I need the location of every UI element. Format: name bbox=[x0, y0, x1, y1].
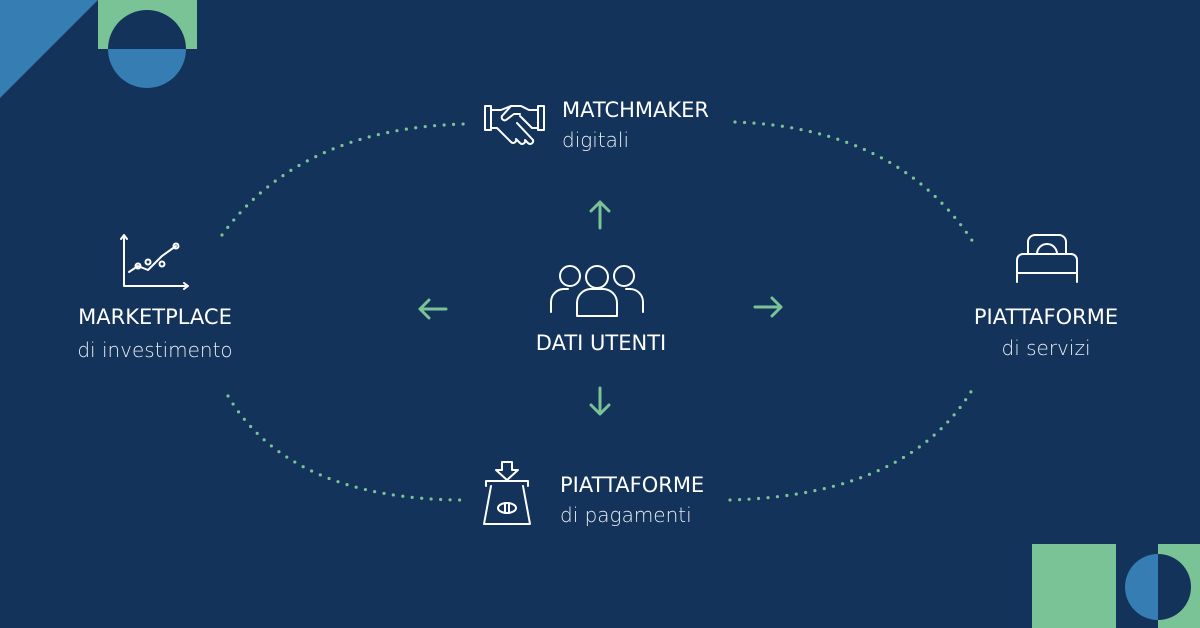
arrow-down-icon bbox=[589, 386, 611, 416]
deco-circle-top bbox=[108, 10, 186, 49]
line-chart-icon bbox=[120, 234, 189, 290]
node-marketplace-subtitle: di investimento bbox=[77, 338, 233, 362]
node-pagamenti-title: PIATTAFORME bbox=[560, 473, 705, 497]
node-marketplace-title: MARKETPLACE bbox=[78, 305, 232, 329]
center-label: DATI UTENTI bbox=[535, 331, 667, 355]
payment-terminal-icon bbox=[483, 461, 531, 525]
node-servizi-title: PIATTAFORME bbox=[973, 305, 1119, 329]
node-matchmaker-title: MATCHMAKER bbox=[562, 98, 710, 122]
dotted-arc-top-right bbox=[733, 120, 977, 247]
arrow-right-icon bbox=[753, 296, 783, 318]
deco-circle-bottom bbox=[108, 49, 186, 88]
node-matchmaker-subtitle: digitali bbox=[562, 128, 630, 152]
deco-circle-left bbox=[1125, 554, 1158, 620]
dotted-arc-top-left bbox=[220, 122, 467, 237]
dotted-arc-bottom-left bbox=[226, 394, 467, 502]
dotted-arc-bottom-right bbox=[728, 383, 977, 502]
bed-icon bbox=[1016, 234, 1078, 283]
arrow-up-icon bbox=[589, 200, 611, 230]
handshake-icon bbox=[484, 105, 545, 145]
corner-triangle bbox=[0, 0, 98, 98]
arrow-left-icon bbox=[418, 298, 448, 320]
node-servizi-subtitle: di servizi bbox=[1001, 336, 1091, 360]
deco-circle-right bbox=[1158, 554, 1191, 620]
node-pagamenti-subtitle: di pagamenti bbox=[560, 503, 692, 527]
deco-green-rect-br bbox=[1032, 544, 1116, 628]
users-group-icon bbox=[550, 265, 644, 317]
